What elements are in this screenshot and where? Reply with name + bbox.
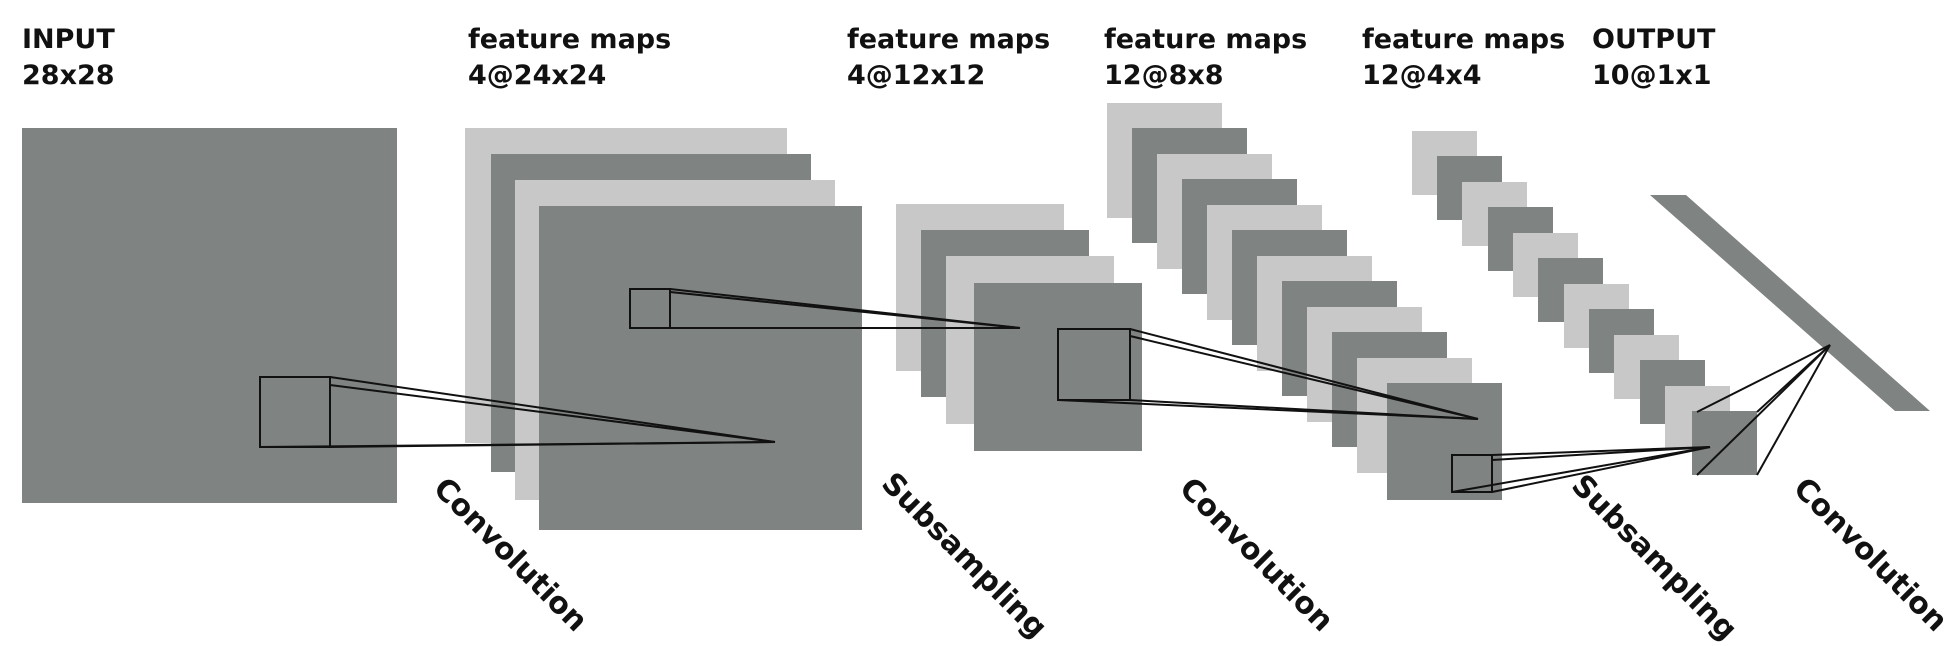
layer-shape-s4: 12@4x4 — [1362, 60, 1482, 91]
layer-title-s2: feature maps 4@12x12 — [847, 24, 1050, 91]
op-label-convolution-2: Convolution — [1172, 471, 1340, 639]
projection-s4-to-output — [1696, 344, 1831, 476]
layer-shape-input: 28x28 — [22, 60, 115, 91]
layer-shape-output: 10@1x1 — [1592, 60, 1712, 91]
c1-feature-maps — [465, 128, 862, 530]
output-units — [1650, 195, 1930, 411]
layer-shape-c1: 4@24x24 — [468, 60, 606, 91]
layer-shape-s2: 4@12x12 — [847, 60, 985, 91]
s2-feature-maps — [896, 204, 1142, 451]
projection-c1-to-s2 — [629, 288, 1021, 329]
layer-name-output: OUTPUT — [1592, 24, 1716, 55]
layer-title-s4: feature maps 12@4x4 — [1362, 24, 1565, 91]
input-map — [22, 128, 397, 503]
layer-shape-c3: 12@8x8 — [1104, 60, 1224, 91]
layer-title-c3: feature maps 12@8x8 — [1104, 24, 1307, 91]
layer-title-c1: feature maps 4@24x24 — [468, 24, 671, 91]
op-label-convolution-3: Convolution — [1786, 471, 1950, 639]
layer-title-output: OUTPUT 10@1x1 — [1592, 24, 1716, 91]
projection-c3-to-s4 — [1451, 446, 1711, 493]
layer-name-s4: feature maps — [1362, 24, 1565, 55]
layer-title-input: INPUT 28x28 — [22, 24, 115, 91]
layer-name-s2: feature maps — [847, 24, 1050, 55]
layer-name-input: INPUT — [22, 24, 115, 55]
c1-map-4 — [539, 206, 862, 530]
projection-input-to-c1 — [259, 376, 776, 448]
op-label-subsampling-2: Subsampling — [1564, 468, 1743, 646]
s2-receptive-field — [1057, 328, 1131, 401]
layer-name-c3: feature maps — [1104, 24, 1307, 55]
c3-receptive-field — [1451, 454, 1493, 493]
s4-feature-maps — [1412, 131, 1757, 475]
projection-s2-to-c3 — [1057, 328, 1479, 420]
s4-map-12 — [1692, 411, 1757, 475]
op-label-subsampling-1: Subsampling — [874, 466, 1053, 645]
layer-name-c1: feature maps — [468, 24, 671, 55]
